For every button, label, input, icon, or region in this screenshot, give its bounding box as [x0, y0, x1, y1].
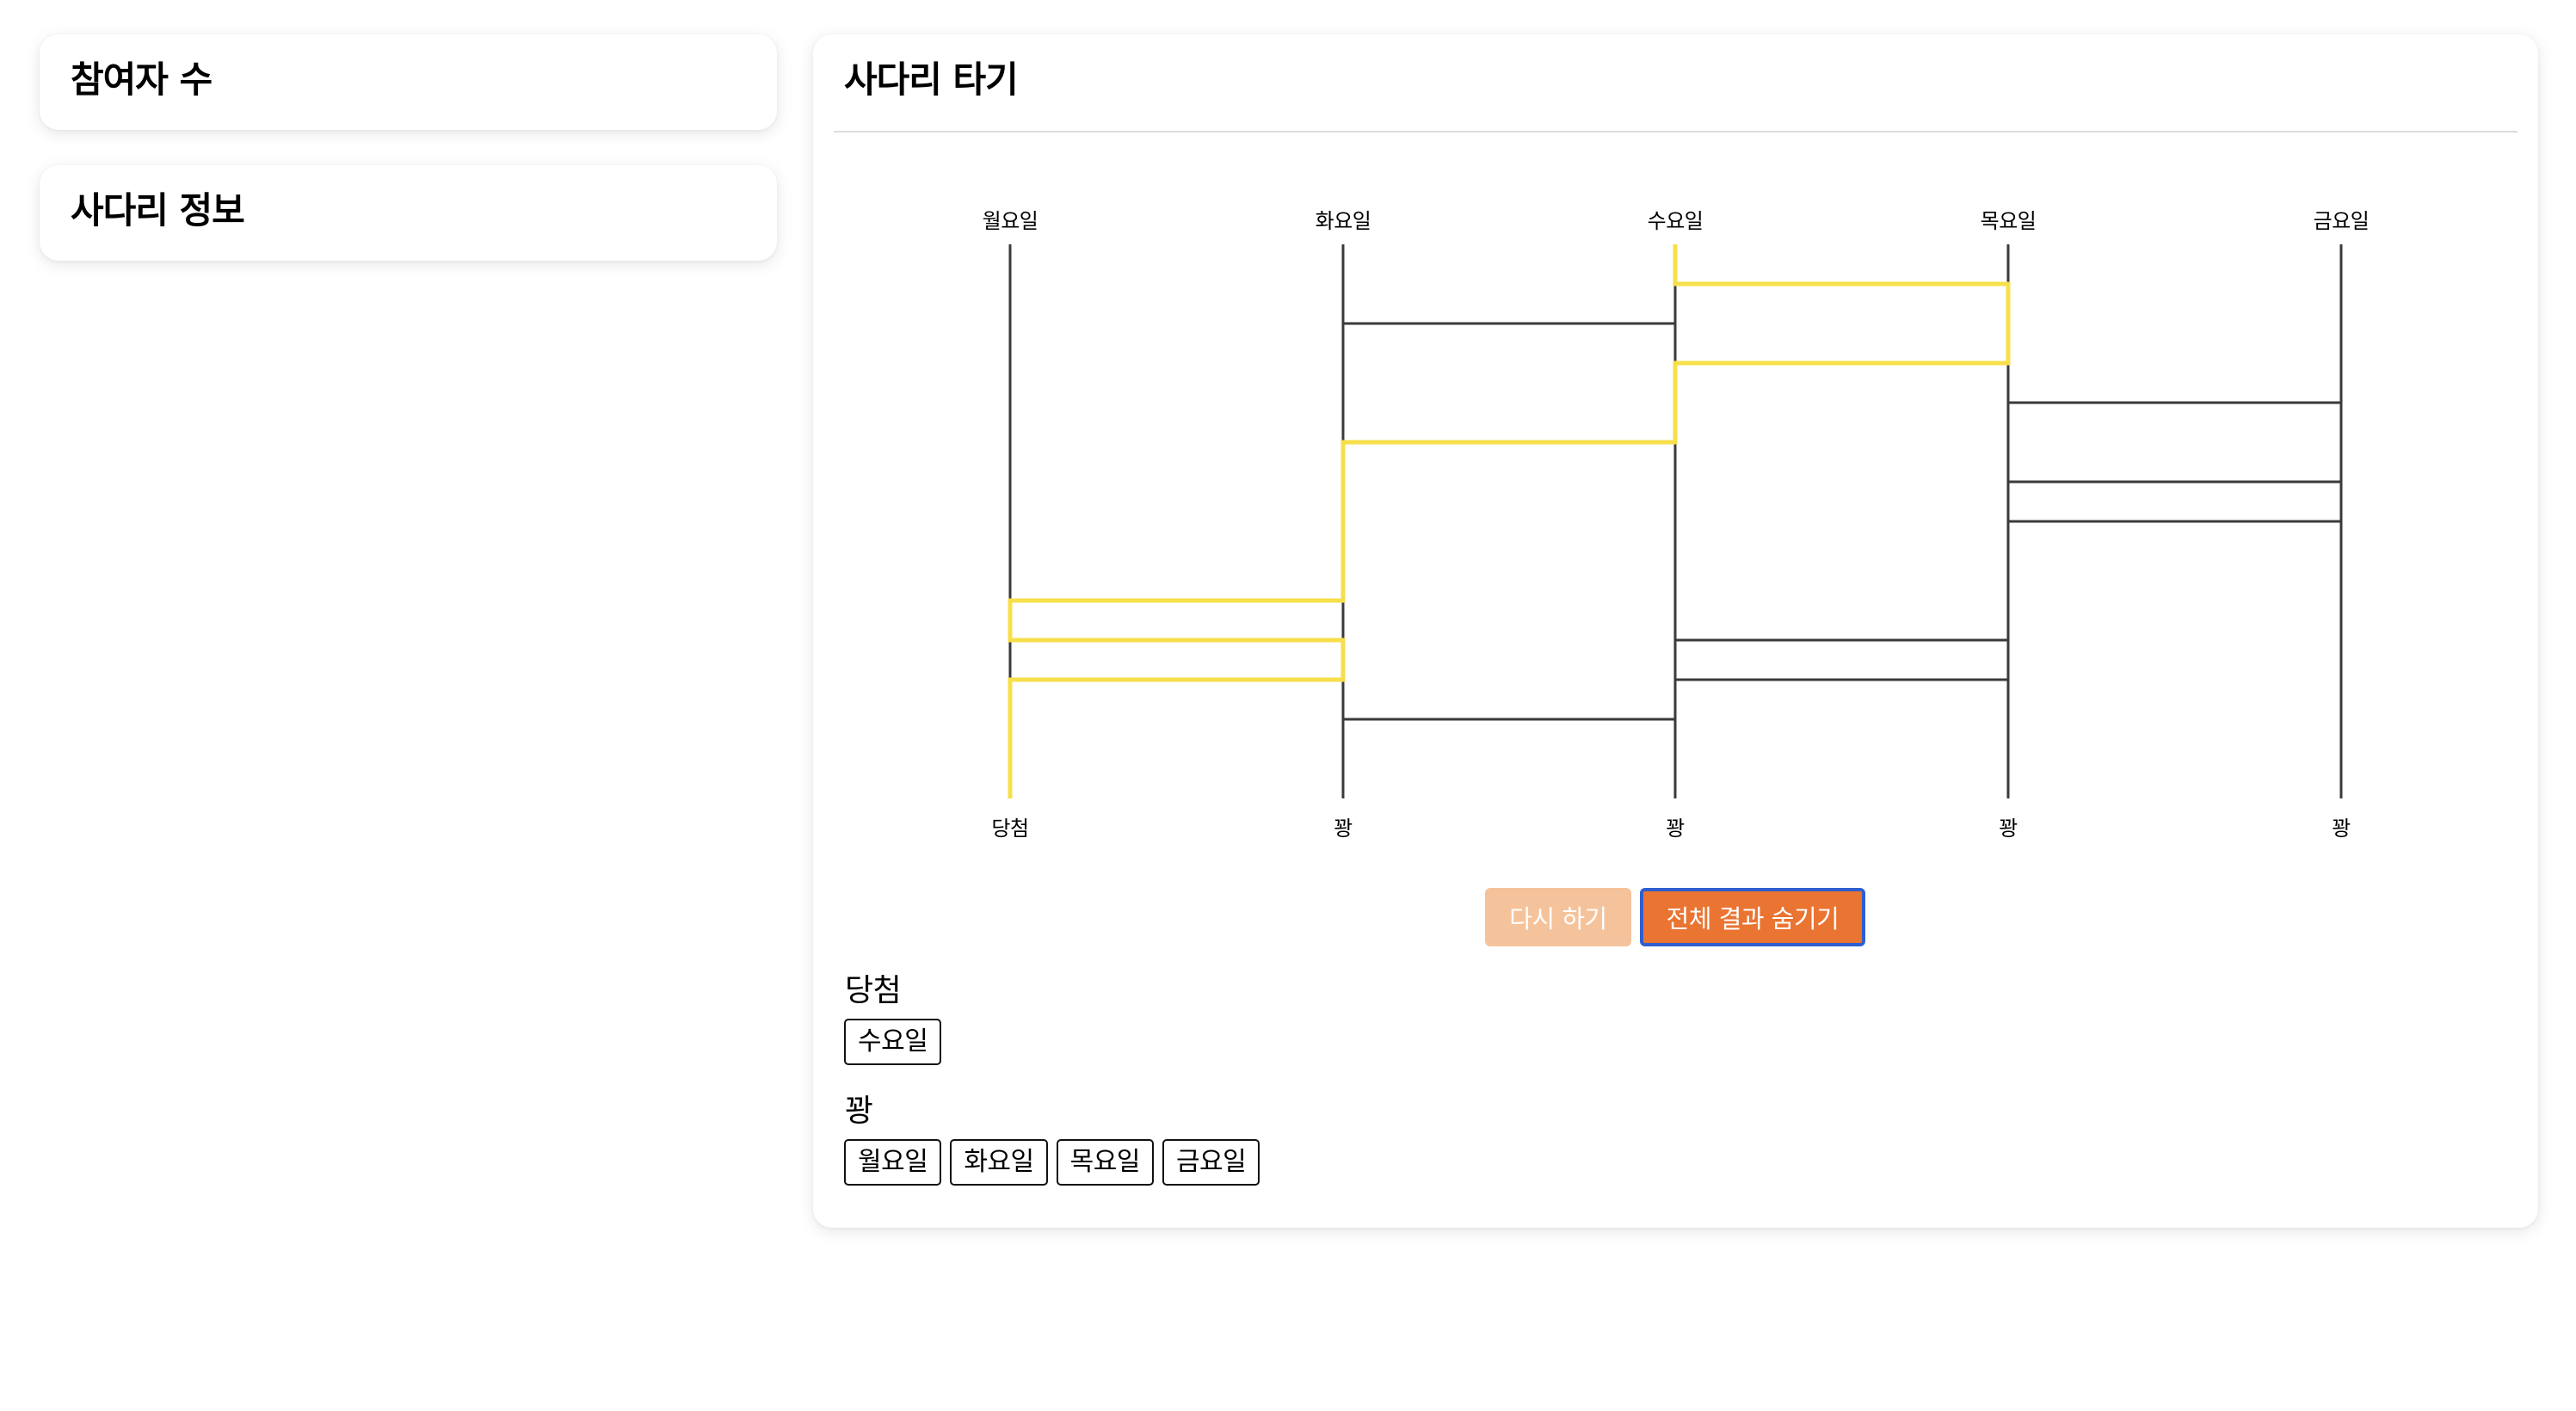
result-tag: 월요일: [844, 1139, 942, 1186]
outcome-label: 꽝: [1334, 816, 1353, 841]
participants-title: 참여자 수: [71, 59, 213, 101]
outcome-label: 꽝: [1999, 816, 2018, 841]
result-group-heading-win: 당첨: [845, 973, 902, 1008]
participant-label[interactable]: 금요일: [2313, 209, 2370, 233]
participant-label[interactable]: 수요일: [1647, 209, 1704, 233]
result-group-heading-lose: 꽝: [845, 1094, 873, 1129]
ladder-game-title: 사다리 타기: [844, 59, 1019, 101]
participant-label[interactable]: 목요일: [1980, 209, 2037, 233]
result-tag: 수요일: [844, 1019, 942, 1065]
ladder-info-title: 사다리 정보: [71, 189, 245, 231]
highlighted-path: [1008, 244, 2011, 798]
hide-all-results-button[interactable]: 전체 결과 숨기기: [1640, 888, 1865, 946]
ladder-game-card: 사다리 타기 월요일 화요일 수요일 목요일 금요일 당첨 꽝 꽝 꽝 꽝 다시…: [813, 34, 2538, 1228]
participant-label[interactable]: 월요일: [982, 209, 1038, 233]
result-tag: 화요일: [950, 1139, 1048, 1186]
result-group-win-tags: 수요일: [844, 1019, 942, 1065]
retry-button[interactable]: 다시 하기: [1485, 888, 1631, 946]
ladder-diagram: [1008, 244, 2343, 798]
outcome-label: 당첨: [991, 816, 1029, 841]
result-tag: 금요일: [1162, 1139, 1260, 1186]
result-tag: 목요일: [1056, 1139, 1154, 1186]
participant-label[interactable]: 화요일: [1315, 209, 1371, 233]
outcome-label: 꽝: [2332, 816, 2351, 841]
outcome-label: 꽝: [1666, 816, 1685, 841]
ladder-info-card[interactable]: 사다리 정보: [40, 165, 777, 261]
participants-card[interactable]: 참여자 수: [40, 34, 777, 130]
result-group-lose-tags: 월요일 화요일 목요일 금요일: [844, 1139, 1260, 1186]
header-divider: [834, 131, 2517, 132]
